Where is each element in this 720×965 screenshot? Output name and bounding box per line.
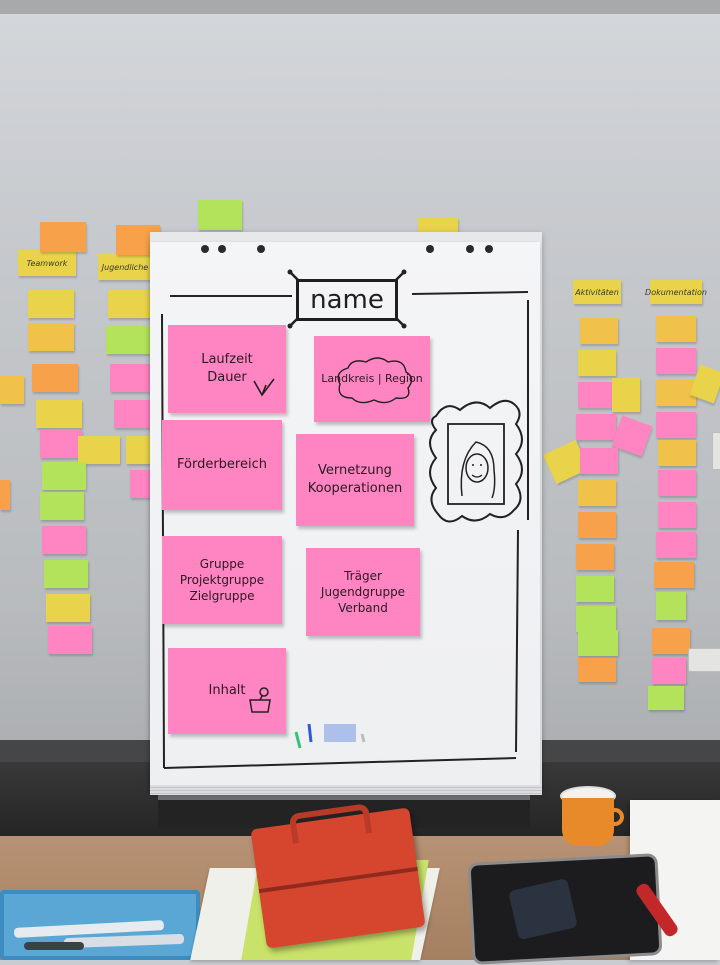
binding-hole [257,245,265,253]
note-inhalt: Inhalt [168,648,286,734]
note-vernetzung: Vernetzung Kooperationen [296,434,414,526]
wall-note [656,592,686,620]
wall-note [114,400,152,428]
wall-note [652,658,686,684]
wall-note [576,414,616,440]
note-laufzeit: Laufzeit Dauer [168,325,286,413]
wall-note [40,430,82,458]
note-foerderbereich: Förderbereich [162,420,282,510]
wall-note [580,318,618,344]
binding-hole [218,245,226,253]
cloud-outline-icon [337,357,413,404]
wall-label-jugendliche: Jugendliche [98,254,152,280]
wall-note [648,686,684,710]
wall-note [656,348,696,374]
wall-note [108,290,152,318]
wall-note [32,364,78,392]
wall-note [656,316,696,342]
binding-hole [201,245,209,253]
red-pencil-case [250,803,426,949]
binding-hole [485,245,493,253]
wall-note [576,544,614,570]
wall-note [198,200,242,230]
wall-note [656,412,696,438]
wall-note [78,436,120,464]
wall-note [40,492,84,520]
wall-note [46,594,90,622]
tablet [467,853,663,965]
wall-note [578,658,616,682]
flipchart-title: name [296,279,398,321]
wall-note [42,526,86,554]
wall-note [36,400,82,428]
note-gruppe-text: Gruppe Projektgruppe Zielgruppe [179,556,265,604]
blue-marker-tray [0,890,200,960]
wall-note [652,628,690,654]
ceiling-edge [0,0,720,14]
wall-note [658,440,696,466]
note-traeger: Träger Jugendgruppe Verband [306,548,420,636]
note-landkreis-text: Landkreis | Region [321,371,423,385]
wall-note [578,350,616,376]
wall-note [578,512,616,538]
wall-note [0,480,10,510]
note-foerderbereich-text: Förderbereich [177,457,267,473]
wall-label-teamwork: Teamwork [18,250,76,276]
wall-note [576,576,614,602]
wall-note [48,626,92,654]
note-inhalt-text: Inhalt [208,683,246,699]
wall-note [110,364,152,392]
wall-note [656,532,696,558]
clock-hands-icon [253,378,275,397]
wall-note [0,376,24,404]
cooking-pot-icon [249,687,271,713]
wall-note [28,290,74,318]
wall-note [42,462,86,490]
power-outlet [688,648,720,672]
note-gruppe: Gruppe Projektgruppe Zielgruppe [162,536,282,624]
wall-note [658,502,696,528]
orange-coffee-cup [560,786,624,850]
note-laufzeit-text: Laufzeit Dauer [201,352,253,385]
binding-hole [426,245,434,253]
wall-note [580,448,618,474]
wall-label-aktivitaeten: Aktivitäten [573,280,621,304]
wall-note [44,560,88,588]
binding-hole [466,245,474,253]
wall-note [658,470,696,496]
wall-note [106,326,150,354]
wall-note [576,606,616,632]
light-switch [712,432,720,470]
flipchart-paper-edge [150,785,542,795]
wall-label-dokumentation: Dokumentation [645,280,707,304]
wall-note [578,480,616,506]
wall-note [612,378,640,412]
flipchart-stand-tray [158,792,530,800]
wall-note [578,382,616,408]
note-traeger-text: Träger Jugendgruppe Verband [320,568,406,616]
wall-note [40,222,86,252]
wall-note [28,323,74,351]
note-vernetzung-text: Vernetzung Kooperationen [307,463,403,496]
wall-note [654,562,694,588]
note-landkreis: Landkreis | Region [314,336,430,422]
wall-note [578,630,618,656]
